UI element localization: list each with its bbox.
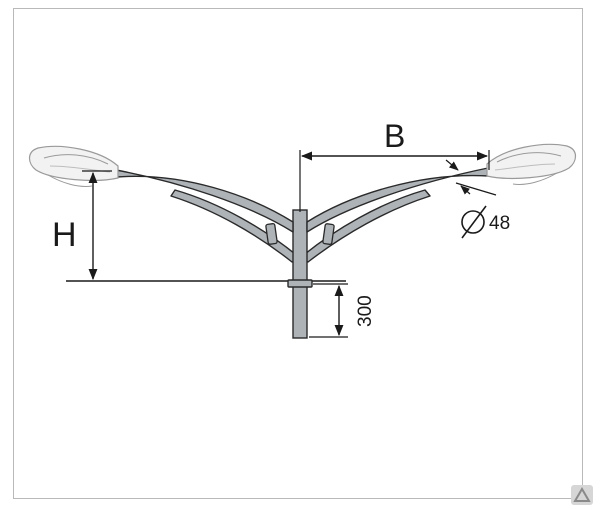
left-lamp-head [28,145,119,187]
left-main-arm [115,169,294,233]
diameter-label: 48 [489,213,510,234]
left-clamp [265,223,278,245]
right-clamp [322,223,335,245]
reach-label: B [384,118,405,154]
depth-label: 300 [355,295,376,327]
drawing-frame [13,8,583,499]
pole-shaft [292,209,308,339]
right-main-arm [306,167,490,233]
diameter-tick-upper [445,159,459,171]
pole-collar [287,279,313,288]
diameter-symbol-icon [461,205,487,239]
height-label: H [52,216,77,254]
diameter-leader [455,182,497,196]
diameter-tick-lower [460,185,471,195]
logo-mark-icon [571,485,593,505]
right-lamp-head [486,143,577,185]
